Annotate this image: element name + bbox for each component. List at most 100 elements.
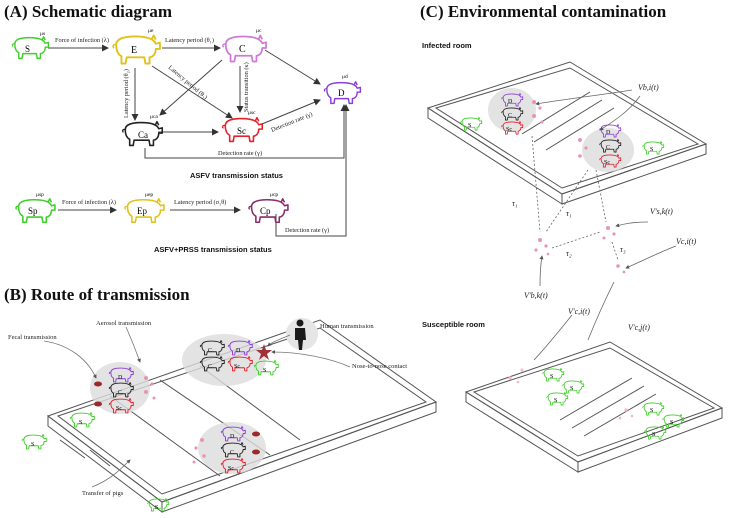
route-lines <box>43 326 351 488</box>
edge-label-sp-ep: Force of infection (λ) <box>62 199 116 206</box>
susceptible-room-label: Susceptible room <box>422 320 485 329</box>
pig-c-right-sc: Sc <box>604 160 610 166</box>
pig-b-bottom-c: C <box>230 450 234 456</box>
pig-c-inf-s1: S <box>468 123 471 129</box>
edge-c-d <box>264 49 321 85</box>
label-tau2: τ₂ <box>566 249 572 258</box>
panel-c: Infected room Susceptible room D C Sc D … <box>422 41 724 473</box>
pig-c-left-c: C <box>508 113 512 119</box>
pig-c-right-c: C <box>606 145 610 151</box>
node-ca: Ca μca <box>121 114 164 147</box>
label-v-b-k: V'b,k(t) <box>524 291 548 300</box>
label-v-c-j-prime: V'c,j(t) <box>628 323 650 332</box>
edge-label-e-c: Latency period (θ₁) <box>165 37 214 44</box>
label-tau1-b: τ₁ <box>566 209 572 218</box>
status-asfv: ASFV transmission status <box>190 171 283 180</box>
node-ca-label: Ca <box>138 130 148 140</box>
node-sc-mu: μsc <box>248 110 256 116</box>
label-human: Human transmission <box>320 323 374 330</box>
edge-label-cp-d: Detection rate (γ) <box>285 227 329 234</box>
pig-c-sus-s2: S <box>570 386 573 392</box>
pig-b-s1: S <box>79 420 82 426</box>
node-sp: Sp μsp <box>15 192 56 224</box>
edge-label-c-sc: Status transition (κ) <box>243 62 250 112</box>
pig-c-sus-s3: S <box>554 398 557 404</box>
label-fecal: Fecal transmission <box>8 334 57 341</box>
cluster-b-left <box>90 362 150 414</box>
aerosol-droplets-c-room <box>532 100 588 158</box>
pig-b-left-sc: Sc <box>116 406 122 412</box>
aerosol-clouds <box>534 226 626 274</box>
node-c-mu: μc <box>256 28 262 34</box>
pig-c-sus-s1: S <box>550 374 553 380</box>
infected-room <box>426 61 708 205</box>
node-e-mu: μe <box>148 28 154 34</box>
node-s-mu: μs <box>40 31 45 37</box>
label-v-c-i-prime: V'c,i(t) <box>568 307 590 316</box>
edge-sc-d <box>261 99 321 125</box>
panel-c-title: (C) Environmental contamination <box>420 2 667 21</box>
node-d-label: D <box>338 88 345 98</box>
edge-cp-d <box>275 104 350 237</box>
node-d-mu: μd <box>342 74 348 80</box>
aerosol-droplets-susceptible <box>508 368 634 420</box>
infected-room-label: Infected room <box>422 41 472 50</box>
panel-a-title: (A) Schematic diagram <box>4 2 173 21</box>
panel-b: D C Sc C D C Sc D C Sc S S S S <box>8 318 438 514</box>
node-s: S μs <box>11 31 50 60</box>
label-tau3: τ₃ <box>620 245 626 254</box>
node-sc-label: Sc <box>237 126 246 136</box>
node-cp: Cp μcp <box>248 192 289 224</box>
pig-b-top-d: D <box>236 348 241 354</box>
edge-label-sc-d: Detection rate (γ) <box>270 111 313 134</box>
aerosol-droplets-b <box>144 376 206 464</box>
pig-c-sus-s4: S <box>650 408 653 414</box>
pig-b-left-c: C <box>118 390 122 396</box>
pig-b-s3: S <box>155 505 158 511</box>
edge-label-s-e: Force of infection (λ) <box>55 37 109 44</box>
edge-c-ca <box>159 59 223 116</box>
node-sc: Sc μsc <box>221 110 264 143</box>
pig-b-top-c2: C <box>208 364 212 370</box>
pig-b-top-c1: C <box>208 348 212 354</box>
node-s-label: S <box>25 44 30 54</box>
node-c-label: C <box>239 44 246 55</box>
edge-ca-d <box>144 104 348 159</box>
node-ep-label: Ep <box>137 206 147 216</box>
label-v-b-i: Vb,i(t) <box>638 83 659 92</box>
node-ep: Ep μep <box>124 192 165 224</box>
pig-c-inf-s2: S <box>650 147 653 153</box>
pig-c-right-d: D <box>606 130 611 136</box>
label-v-s-k: V's,k(t) <box>650 207 673 216</box>
node-sp-label: Sp <box>28 206 38 216</box>
node-e: E μe <box>112 28 161 65</box>
pig-b-s2: S <box>31 442 34 448</box>
panel-b-title: (B) Route of transmission <box>4 285 190 304</box>
node-c: C μc <box>221 28 267 63</box>
human-icon <box>295 319 306 350</box>
feces-b <box>94 381 260 455</box>
cluster-b-bottom <box>198 422 266 474</box>
edge-label-ca-d: Detection rate (γ) <box>218 150 262 157</box>
label-transfer: Transfer of pigs <box>82 490 124 497</box>
pig-b-bottom-sc: Sc <box>228 466 234 472</box>
node-cp-label: Cp <box>260 206 271 216</box>
node-sp-mu: μsp <box>36 192 44 198</box>
node-ep-mu: μep <box>145 192 153 198</box>
node-e-label: E <box>131 45 137 56</box>
label-nose: Nose-to-nose contact <box>352 363 407 370</box>
edge-label-ep-cp: Latency period (σ₁θ) <box>174 199 226 206</box>
pig-c-left-sc: Sc <box>506 127 512 133</box>
label-aerosol: Aerosol transmission <box>96 320 152 327</box>
edge-label-e-ca: Latency period (θ₂) <box>123 69 130 118</box>
pig-c-sus-s6: S <box>652 432 655 438</box>
pig-b-bottom-d: D <box>230 434 235 440</box>
node-cp-mu: μcp <box>270 192 278 198</box>
pig-c-left-d: D <box>508 99 513 105</box>
edge-label-e-sc: Latency period (θ₃) <box>167 64 209 101</box>
pig-c-sus-s5: S <box>670 420 673 426</box>
flow-lines-c <box>531 89 677 361</box>
susceptible-room <box>464 341 724 473</box>
